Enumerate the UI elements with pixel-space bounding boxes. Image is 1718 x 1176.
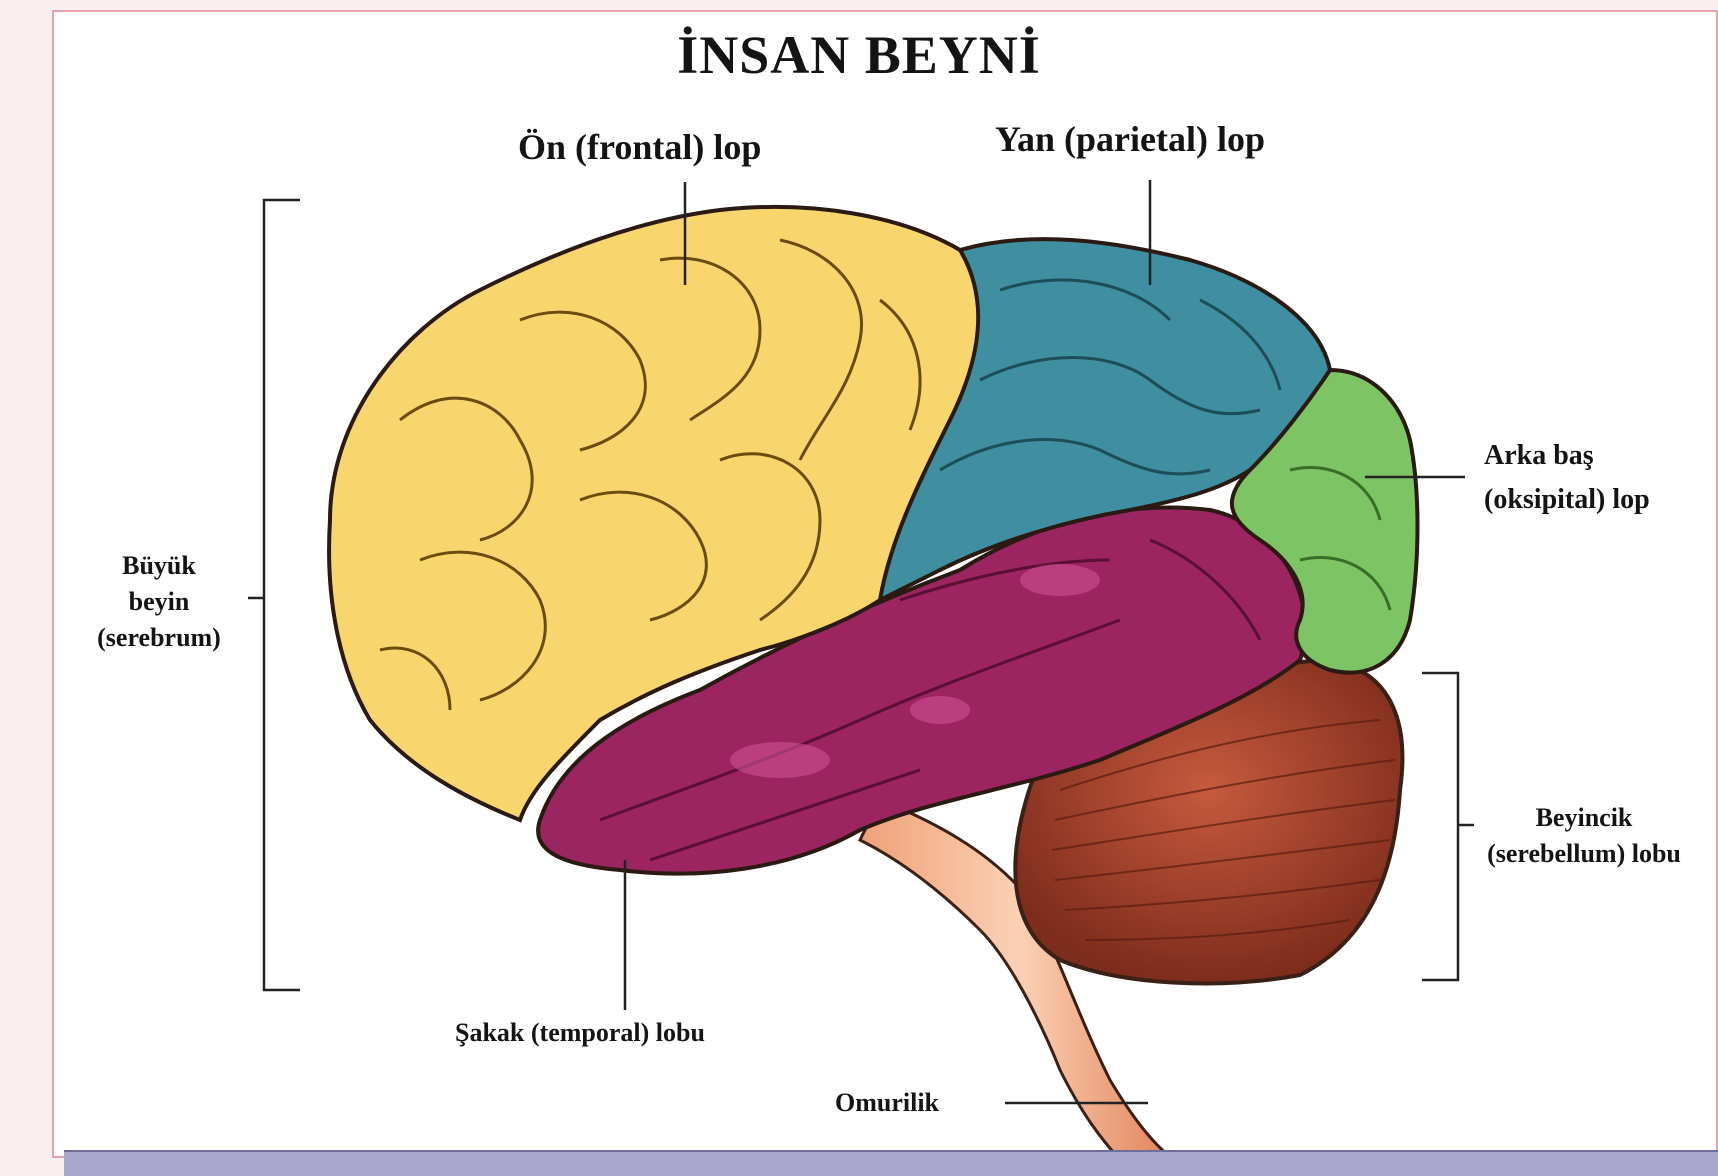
footer-bar <box>64 1150 1718 1176</box>
label-cerebellum-line1: Beyincik <box>1450 800 1718 836</box>
label-occipital-lobe: Arka baş (oksipital) lop <box>1484 434 1650 522</box>
label-spinal-cord: Omurilik <box>835 1085 939 1121</box>
label-cerebrum: Büyük beyin (serebrum) <box>74 548 244 656</box>
label-occipital-line1: Arka baş <box>1484 434 1650 478</box>
diagram-title: İNSAN BEYNİ <box>0 24 1718 86</box>
label-parietal-lobe: Yan (parietal) lop <box>995 118 1265 160</box>
label-occipital-line2: (oksipital) lop <box>1484 478 1650 522</box>
label-cerebellum: Beyincik (serebellum) lobu <box>1450 800 1718 872</box>
label-cerebrum-line1: Büyük <box>74 548 244 584</box>
label-cerebellum-line2: (serebellum) lobu <box>1450 836 1718 872</box>
label-cerebrum-line2: beyin <box>74 584 244 620</box>
label-cerebrum-line3: (serebrum) <box>74 620 244 656</box>
label-frontal-lobe: Ön (frontal) lop <box>518 126 761 168</box>
label-temporal-lobe: Şakak (temporal) lobu <box>455 1015 705 1051</box>
